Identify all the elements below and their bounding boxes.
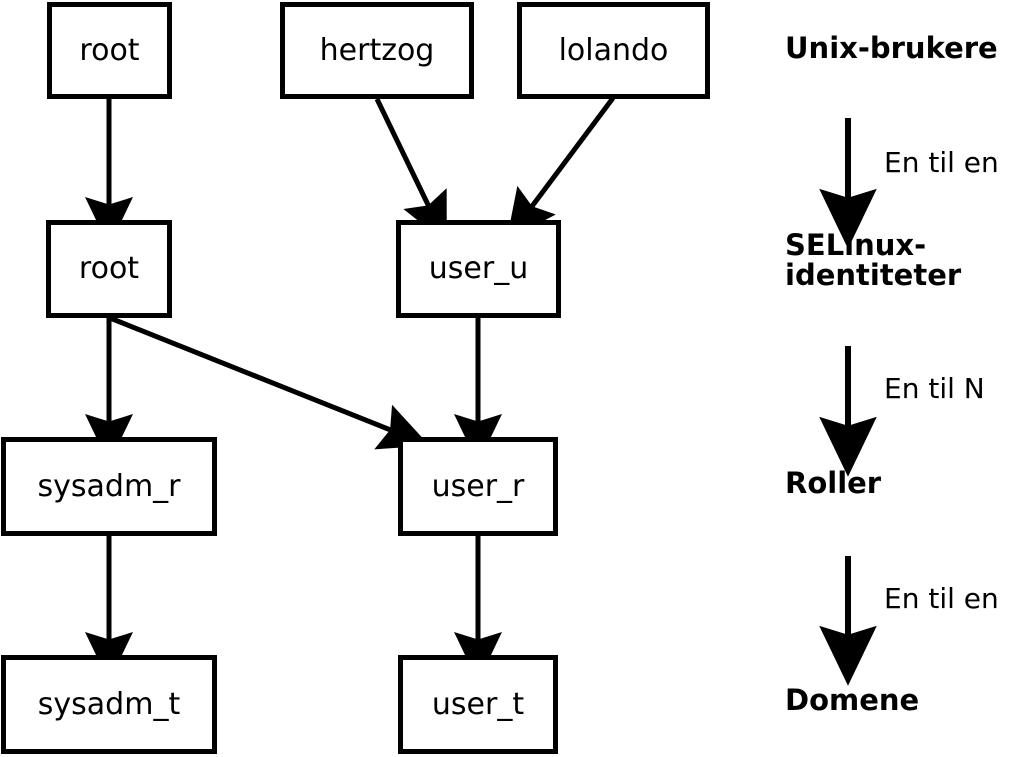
legend-term-domains: Domene — [785, 683, 920, 717]
edge-seid-root-to-user-r — [109, 315, 430, 450]
node-label: root — [79, 32, 140, 68]
node-label: lolando — [558, 32, 669, 68]
edge-lolando-to-user-u — [506, 96, 616, 241]
legend-label-one-to-one-domain: En til en — [884, 582, 999, 615]
node-label: sysadm_r — [37, 468, 181, 504]
node-unix-root[interactable]: root — [47, 2, 172, 99]
node-identity-root[interactable]: root — [46, 220, 172, 318]
node-unix-hertzog[interactable]: hertzog — [280, 2, 474, 99]
node-label: user_t — [431, 686, 525, 722]
legend-term-selinux-identities: SELinux- identiteter — [785, 228, 962, 293]
node-domain-user-t[interactable]: user_t — [398, 655, 558, 754]
legend-term-unix-users: Unix-brukere — [785, 31, 998, 65]
node-label: user_r — [431, 468, 525, 504]
legend-label-one-to-one-identity: En til en — [884, 146, 999, 179]
node-domain-sysadm-t[interactable]: sysadm_t — [1, 655, 217, 754]
legend-term-roles: Roller — [785, 466, 882, 500]
node-identity-user-u[interactable]: user_u — [396, 220, 561, 318]
node-label: sysadm_t — [37, 686, 181, 722]
legend-label-one-to-n-role: En til N — [884, 372, 985, 405]
node-label: user_u — [428, 251, 529, 286]
node-role-user-r[interactable]: user_r — [398, 437, 558, 536]
node-label: root — [78, 251, 140, 286]
node-role-sysadm-r[interactable]: sysadm_r — [1, 437, 217, 536]
edge-hertzog-to-user-u — [374, 97, 447, 244]
node-unix-lolando[interactable]: lolando — [517, 2, 710, 99]
node-label: hertzog — [319, 32, 435, 68]
